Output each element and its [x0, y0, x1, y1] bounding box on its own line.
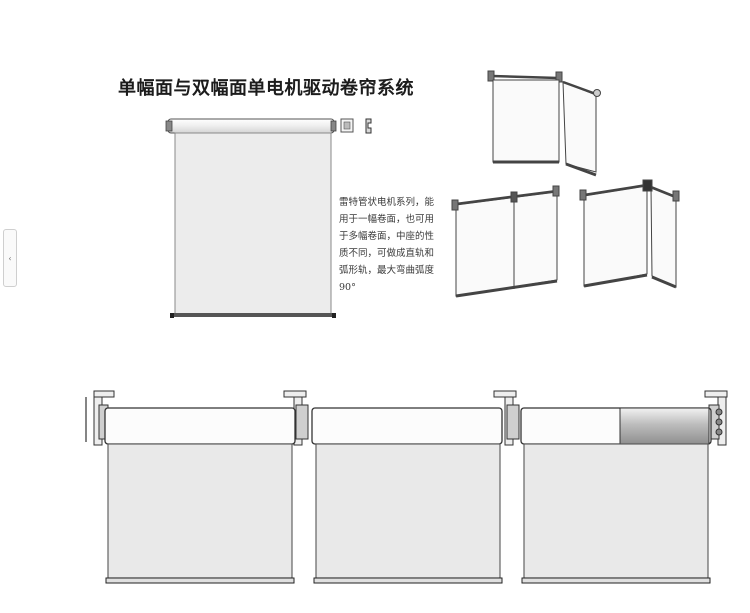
single-blind-bottom-rail: [173, 313, 333, 317]
single-blind-rail-cap-right: [332, 313, 336, 318]
single-blind-rail-cap-left: [170, 313, 174, 318]
bracket-middle-1: [283, 390, 309, 446]
panel-3-bottom-rail: [521, 577, 711, 584]
description-line: 弧形轨，最大弯曲弧度: [339, 265, 435, 276]
description-line: 雷特管状电机系列，能: [339, 197, 435, 208]
side-scroll-tab[interactable]: ‹: [3, 229, 17, 287]
panel-1-fabric: [107, 443, 293, 579]
description-line: 用于一幅卷面，也可用: [339, 214, 435, 225]
description-text: 雷特管状电机系列，能 用于一幅卷面，也可用 于多幅卷面，中座的性 质不同，可做成…: [339, 194, 467, 296]
triple-blind-front-view: [85, 390, 728, 584]
single-blind-fabric: [174, 132, 332, 316]
single-blind-tube: [167, 118, 335, 134]
chevron-left-icon: ‹: [8, 253, 12, 263]
single-blind-end-cap-left: [165, 120, 173, 132]
bracket-right: [704, 390, 728, 446]
panel-2-fabric: [315, 443, 501, 579]
bracket-detail-2: [365, 118, 372, 134]
panel-2-bottom-rail: [313, 577, 503, 584]
tubular-motor: [619, 407, 710, 445]
panel-1-bottom-rail: [105, 577, 295, 584]
description-line: 90°: [339, 282, 356, 293]
single-blind-illustration: [165, 118, 372, 318]
panel-3-fabric: [523, 443, 709, 579]
double-blind-illustration: [451, 185, 560, 298]
description-line: 质不同，可做成直轨和: [339, 248, 435, 259]
panel-1-tube: [104, 407, 296, 445]
single-blind-end-cap-right: [330, 120, 337, 132]
description-line: 于多幅卷面，中座的性: [339, 231, 435, 242]
bracket-middle-2: [493, 390, 520, 446]
corner-blind-illustration-top: [487, 70, 601, 177]
diagram-title: 单幅面与双幅面单电机驱动卷帘系统: [118, 78, 414, 99]
corner-blind-illustration-bottom: [579, 179, 680, 289]
panel-2-tube: [311, 407, 503, 445]
